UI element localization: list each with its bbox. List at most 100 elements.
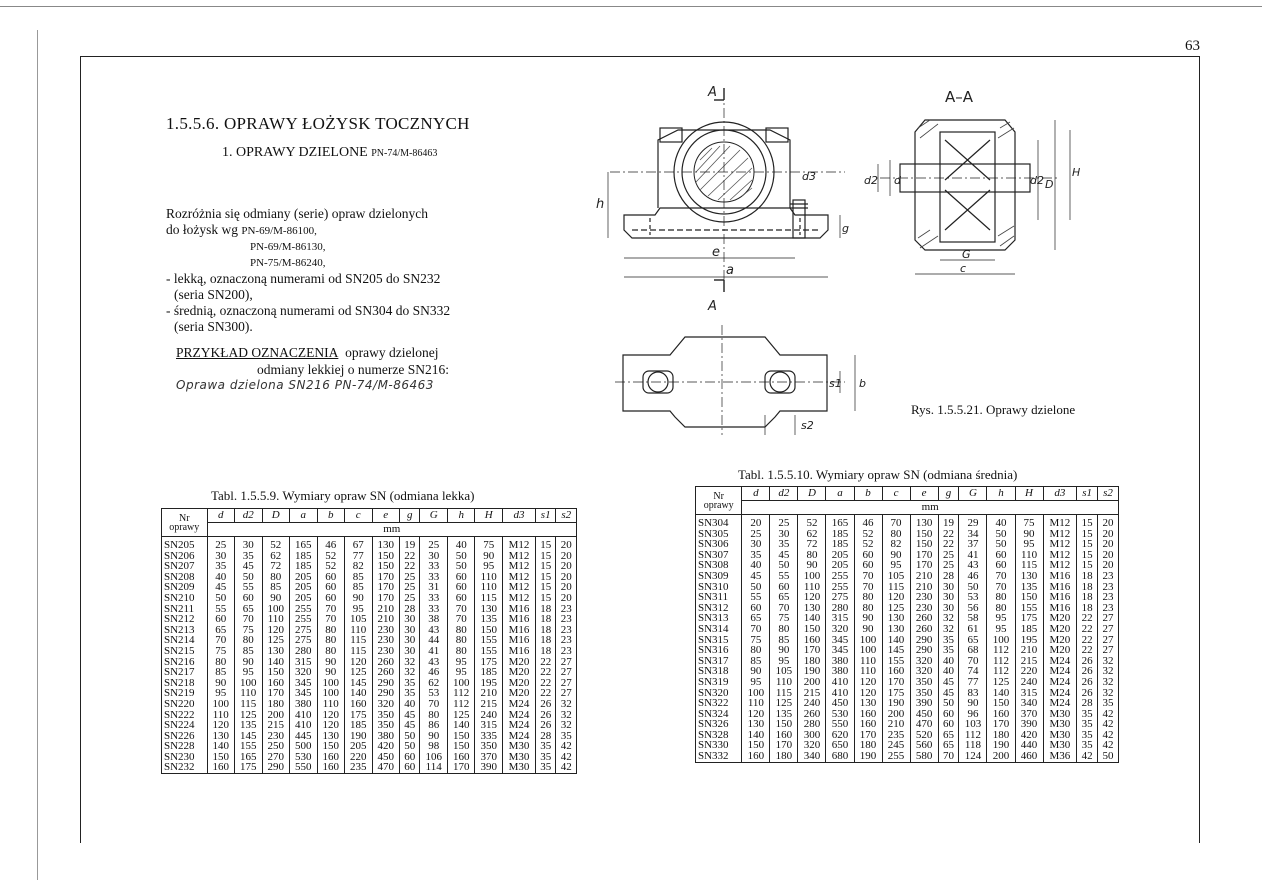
value-cell: 124 [958, 751, 988, 763]
col-header-c: c [881, 486, 911, 501]
row-id-cell: SN205 [161, 536, 208, 551]
value-cell: 80 [769, 624, 799, 635]
row-id-cell: SN310 [694, 581, 743, 593]
dim-g-label: g [842, 222, 849, 235]
value-cell: 30 [398, 635, 421, 646]
value-cell: 115 [1014, 560, 1044, 571]
medium-series-2: (seria SN300). [174, 319, 253, 334]
value-cell: 30 [398, 646, 421, 657]
value-cell: 20 [555, 561, 577, 572]
value-cell: 230 [909, 602, 939, 614]
dim-d3-label: d3 [802, 170, 816, 183]
example-text-2: odmiany lekkiej o numerze SN216: [257, 362, 449, 377]
value-cell: 15 [534, 550, 557, 562]
value-cell: 160 [344, 699, 373, 710]
value-cell: 22 [534, 677, 557, 689]
row-id-cell: SN315 [694, 634, 743, 646]
value-cell: M16 [501, 646, 536, 657]
value-cell: 27 [555, 688, 577, 699]
col-header-a: a [289, 508, 318, 523]
value-cell: 90 [261, 593, 290, 604]
row-id-cell: SN308 [694, 560, 743, 571]
value-cell: 112 [446, 699, 476, 710]
value-cell: 25 [398, 582, 421, 593]
col-header-b: b [316, 508, 345, 523]
example-label: PRZYKŁAD OZNACZENIA [176, 345, 339, 360]
value-cell: 40 [986, 514, 1016, 529]
value-cell: 460 [1014, 751, 1044, 763]
value-cell: 320 [909, 666, 939, 677]
value-cell: 65 [206, 624, 235, 636]
value-cell: 215 [474, 699, 503, 710]
value-cell: 280 [289, 646, 318, 657]
value-cell: 115 [474, 593, 503, 604]
value-cell: 165 [825, 514, 855, 529]
row-id-cell: SN307 [694, 549, 743, 561]
label-section-a-top: A [707, 85, 717, 100]
dim-G-label: G [962, 248, 971, 261]
value-cell: 42 [1097, 730, 1119, 741]
value-cell: 42 [555, 762, 577, 775]
value-cell: 120 [853, 677, 883, 688]
value-cell: 45 [206, 582, 235, 593]
value-cell: 15 [534, 582, 557, 593]
row-id-cell: SN316 [694, 645, 743, 656]
value-cell: 42 [555, 741, 577, 752]
value-cell: 22 [534, 667, 557, 678]
value-cell: 32 [1097, 677, 1119, 688]
row-id-cell: SN332 [694, 751, 743, 763]
value-cell: 46 [316, 536, 345, 551]
value-cell: 22 [534, 656, 557, 668]
dim-s1-label: s1 [829, 377, 842, 390]
desc-line-1: Rozróżnia się odmiany (serie) opraw dzie… [166, 206, 429, 221]
value-cell: 27 [555, 667, 577, 678]
value-cell: 45 [741, 571, 771, 582]
value-cell: 110 [316, 699, 345, 710]
value-cell: 90 [853, 624, 883, 635]
example-designation: Oprawa dzielona SN216 PN-74/M-86463 [176, 378, 434, 392]
value-cell: 23 [1097, 581, 1119, 593]
value-cell: 27 [1097, 613, 1119, 624]
value-cell: 240 [1014, 677, 1044, 688]
value-cell: 26 [534, 699, 557, 710]
dim-a-label: a [726, 263, 734, 278]
value-cell: 45 [398, 709, 421, 721]
desc-line-2-text: do łożysk wg [166, 222, 238, 237]
value-cell: 41 [419, 646, 448, 657]
value-cell: 32 [555, 709, 577, 721]
value-cell: 170 [446, 762, 476, 775]
value-cell: 95 [741, 677, 771, 688]
row-id-cell: SN206 [161, 550, 208, 562]
value-cell: 80 [446, 646, 476, 657]
section-view-drawing: A–A d2 d d2 D H G c [864, 88, 1080, 275]
row-id-cell: SN226 [161, 730, 208, 742]
value-cell: 550 [289, 762, 318, 775]
table-light-caption: Tabl. 1.5.5.9. Wymiary opraw SN (odmiana… [211, 488, 475, 503]
value-cell: 185 [1014, 624, 1044, 635]
dim-b-label: b [859, 377, 866, 390]
value-cell: 470 [909, 719, 939, 730]
value-cell: 180 [769, 751, 799, 763]
value-cell: 115 [234, 699, 263, 710]
value-cell: 18 [1076, 571, 1099, 582]
value-cell: 35 [398, 688, 421, 699]
value-cell: 680 [825, 751, 855, 763]
light-series: - lekką, oznaczoną numerami od SN205 do … [166, 271, 441, 286]
value-cell: 28 [534, 730, 557, 742]
